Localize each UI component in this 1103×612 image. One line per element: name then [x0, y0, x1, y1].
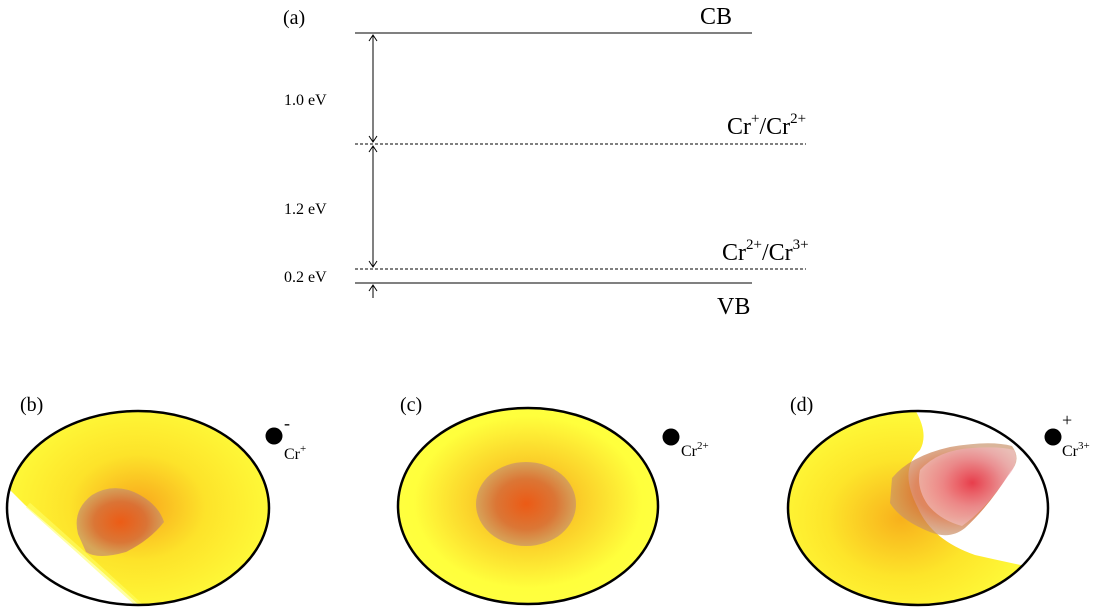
- panel-d-charge: +: [1062, 410, 1072, 430]
- gap-arrow-1: [368, 34, 378, 143]
- panel-c-ion-label: Cr2+: [681, 440, 709, 460]
- panel-d-outline: [786, 409, 1050, 607]
- cr1-cr2-label: Cr+/Cr2+: [727, 111, 806, 140]
- panel-d-hole-blob: [919, 447, 1016, 526]
- panel-d-ion-label: Cr3+: [1062, 440, 1090, 460]
- cr2-cr3-label: Cr2+/Cr3+: [722, 237, 809, 266]
- panel-b-ion-label: Cr+: [284, 443, 306, 463]
- gap-arrow-3: [368, 284, 378, 298]
- panel-c-ion-dot: [662, 428, 680, 446]
- panel-a-energy-levels: (a) CB Cr+/Cr2+ Cr2+/Cr3+ VB 1.0 eV 1.2: [283, 4, 809, 320]
- panel-b: (b) - Cr+: [5, 394, 306, 607]
- panel-b-charge: -: [284, 413, 290, 433]
- panel-b-core-blob: [76, 488, 164, 556]
- panel-c-core-blob: [476, 462, 576, 546]
- gap-label-1: 1.0 eV: [284, 92, 327, 109]
- cb-label: CB: [700, 4, 732, 30]
- panel-d-ion-dot: [1044, 428, 1062, 446]
- vb-label: VB: [717, 294, 750, 320]
- panel-d: (d) + Cr3+: [786, 394, 1090, 607]
- panel-a-label: (a): [283, 7, 305, 29]
- gap-arrow-2: [368, 145, 378, 268]
- panel-c-label: (c): [400, 394, 422, 416]
- panel-b-ion-dot: [265, 427, 283, 445]
- gap-label-2: 1.2 eV: [284, 201, 327, 218]
- panel-c: (c) Cr2+: [396, 394, 709, 606]
- panel-c-outline: [396, 406, 660, 606]
- panel-b-label: (b): [20, 394, 43, 416]
- panel-b-outline: [5, 409, 271, 607]
- gap-label-3: 0.2 eV: [284, 269, 327, 286]
- panel-d-label: (d): [790, 394, 813, 416]
